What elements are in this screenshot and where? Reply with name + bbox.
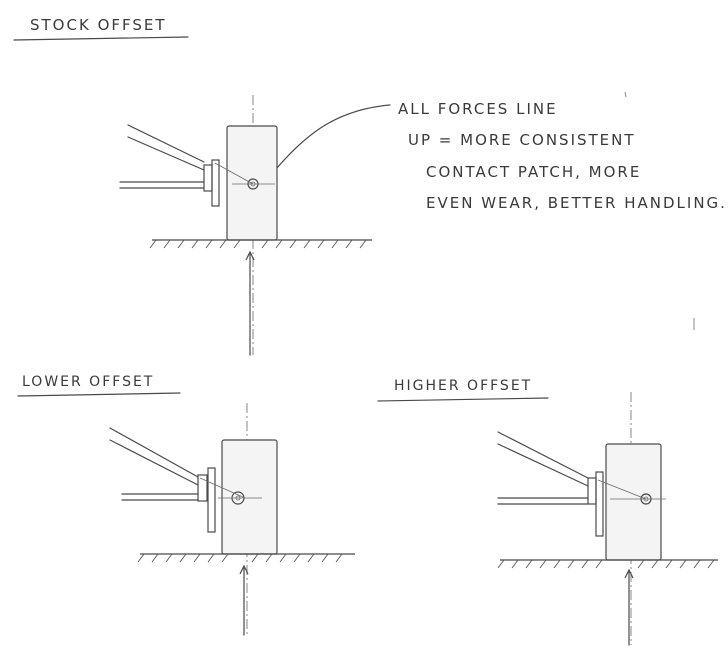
stock-offset-diagram — [119, 95, 372, 356]
ground-hatch — [497, 559, 715, 569]
lower-control-arm — [119, 181, 205, 189]
ground-hatch — [149, 239, 367, 249]
title-lower-underline — [17, 392, 181, 397]
note-line-3: CONTACT PATCH, MORE — [426, 163, 641, 181]
tire — [605, 443, 662, 561]
ground-hatch — [137, 553, 343, 563]
title-stock-underline — [13, 36, 189, 41]
upper-control-arm — [497, 431, 589, 487]
upright — [197, 474, 208, 502]
note-leader-line — [264, 104, 391, 183]
lower-offset-diagram — [109, 403, 355, 636]
title-higher-text: HIGHER OFFSET — [394, 378, 532, 394]
handwritten-note: ALL FORCES LINE UP = MORE CONSISTENT CON… — [398, 91, 727, 330]
lower-control-arm — [497, 497, 589, 505]
upright — [203, 164, 213, 192]
upright — [587, 477, 597, 505]
title-higher-underline — [377, 397, 549, 402]
tire — [221, 439, 278, 555]
stray-mark — [624, 91, 627, 98]
title-lower-text: LOWER OFFSET — [22, 374, 154, 390]
force-line — [199, 477, 246, 499]
force-line — [597, 479, 647, 500]
title-stock-text: STOCK OFFSET — [30, 16, 167, 34]
note-line-4: EVEN WEAR, BETTER HANDLING. — [426, 194, 727, 212]
upper-control-arm — [109, 427, 199, 486]
mounting-plate — [207, 467, 216, 533]
higher-offset-diagram — [497, 392, 718, 646]
title-higher-offset: HIGHER OFFSET — [377, 378, 549, 402]
lower-control-arm — [121, 493, 199, 501]
note-line-1: ALL FORCES LINE — [398, 100, 558, 118]
note-line-2: UP = MORE CONSISTENT — [408, 131, 636, 149]
title-lower-offset: LOWER OFFSET — [17, 374, 181, 397]
title-stock-offset: STOCK OFFSET — [13, 16, 189, 41]
mounting-plate — [211, 159, 220, 207]
upper-control-arm — [127, 124, 205, 171]
force-line — [214, 162, 254, 185]
